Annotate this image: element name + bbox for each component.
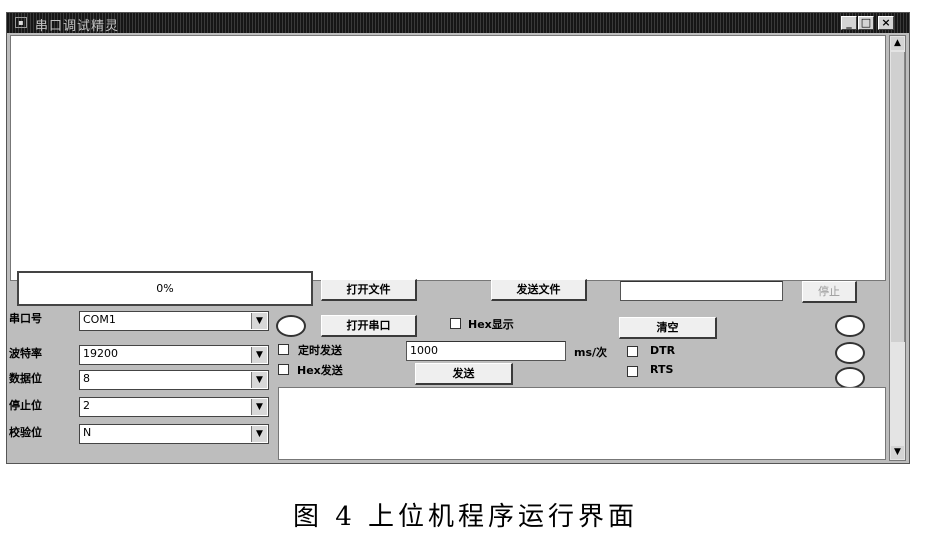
close-button[interactable]: × (878, 16, 894, 30)
port-label: 串口号 (9, 312, 42, 325)
minimize-button[interactable]: _ (841, 16, 857, 30)
receive-area[interactable] (10, 35, 886, 281)
interval-input[interactable]: 1000 (406, 341, 566, 361)
data-bits-select[interactable]: 8 ▼ (79, 370, 269, 390)
dtr-checkbox[interactable] (627, 346, 638, 357)
serial-debug-window: ▪ 串口调试精灵 _ □ × ▲ ▼ 0% 打开文件 发送文件 停止 打开串口 … (6, 12, 910, 464)
status-led-3 (835, 367, 865, 389)
window-title: 串口调试精灵 (35, 19, 120, 34)
interval-unit: ms/次 (574, 346, 608, 359)
progress-label: 0% (156, 282, 174, 295)
timed-send-checkbox[interactable] (278, 344, 289, 355)
port-status-led (276, 315, 306, 337)
open-file-button[interactable]: 打开文件 (321, 279, 417, 301)
rts-label: RTS (650, 363, 674, 376)
stop-button[interactable]: 停止 (802, 281, 857, 303)
hex-send-checkbox[interactable] (278, 364, 289, 375)
vertical-scrollbar[interactable]: ▲ ▼ (889, 35, 906, 461)
timed-send-label: 定时发送 (298, 344, 342, 357)
chevron-down-icon[interactable]: ▼ (251, 372, 267, 388)
stop-bits-value: 2 (83, 399, 90, 412)
clear-button[interactable]: 清空 (619, 317, 717, 339)
hex-display-checkbox[interactable] (450, 318, 461, 329)
stop-bits-select[interactable]: 2 ▼ (79, 397, 269, 417)
chevron-down-icon[interactable]: ▼ (251, 313, 267, 329)
parity-label: 校验位 (9, 426, 42, 439)
maximize-button[interactable]: □ (858, 16, 874, 30)
chevron-down-icon[interactable]: ▼ (251, 399, 267, 415)
app-icon[interactable]: ▪ (15, 17, 27, 28)
send-file-button[interactable]: 发送文件 (491, 279, 587, 301)
data-bits-label: 数据位 (9, 372, 42, 385)
figure-caption: 图 4 上位机程序运行界面 (292, 502, 639, 532)
baud-select[interactable]: 19200 ▼ (79, 345, 269, 365)
status-led-1 (835, 315, 865, 337)
dtr-label: DTR (650, 344, 676, 357)
chevron-down-icon[interactable]: ▼ (251, 347, 267, 363)
status-led-2 (835, 342, 865, 364)
rts-checkbox[interactable] (627, 366, 638, 377)
hex-send-label: Hex发送 (297, 364, 343, 377)
baud-value: 19200 (83, 347, 118, 360)
file-path-input[interactable] (620, 281, 783, 301)
data-bits-value: 8 (83, 372, 90, 385)
chevron-down-icon[interactable]: ▼ (251, 426, 267, 442)
port-value: COM1 (83, 313, 116, 326)
hex-display-label: Hex显示 (468, 318, 514, 331)
baud-label: 波特率 (9, 347, 42, 360)
port-select[interactable]: COM1 ▼ (79, 311, 269, 331)
scroll-up-icon[interactable]: ▲ (891, 37, 904, 50)
send-area[interactable] (278, 387, 886, 460)
send-button[interactable]: 发送 (415, 363, 513, 385)
progress-bar: 0% (17, 271, 313, 306)
stop-bits-label: 停止位 (9, 399, 42, 412)
title-bar[interactable]: ▪ 串口调试精灵 _ □ × (7, 13, 909, 34)
scroll-down-icon[interactable]: ▼ (891, 446, 904, 459)
parity-select[interactable]: N ▼ (79, 424, 269, 444)
parity-value: N (83, 426, 92, 439)
open-port-button[interactable]: 打开串口 (321, 315, 417, 337)
scroll-thumb[interactable] (891, 52, 905, 342)
